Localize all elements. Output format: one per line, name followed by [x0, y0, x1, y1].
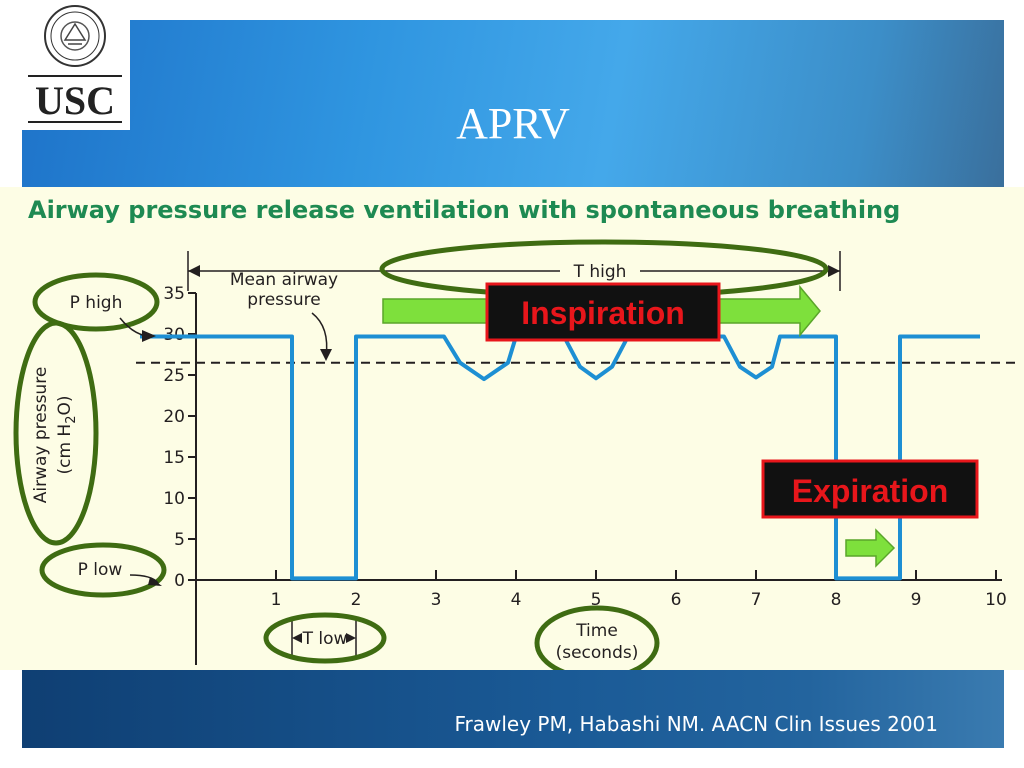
t-high-arrowhead-left	[188, 265, 200, 277]
expiration-label: Expiration	[792, 473, 948, 509]
usc-logo: USC	[20, 0, 130, 130]
aprv-chart: Airway pressure release ventilation with…	[13, 196, 1018, 670]
mean-pressure-label-line2: pressure	[247, 290, 320, 310]
mean-pressure-arrowhead	[320, 349, 332, 361]
p-low-arrowhead	[148, 577, 162, 586]
x-tick-label: 6	[671, 590, 682, 610]
figure-panel: Airway pressure release ventilation with…	[0, 187, 1024, 670]
chart-title: Airway pressure release ventilation with…	[28, 196, 900, 224]
t-high-label: T high	[573, 262, 627, 282]
x-tick-label: 1	[271, 590, 282, 610]
x-axis-title-line2: (seconds)	[556, 643, 639, 663]
inspiration-label: Inspiration	[521, 295, 685, 331]
p-low-pointer	[129, 574, 159, 584]
y-tick-label: 15	[163, 448, 185, 468]
y-axis-title-ellipse	[13, 320, 99, 546]
p-high-arrowhead	[142, 330, 156, 342]
x-tick-label: 7	[751, 590, 762, 610]
y-tick-label: 20	[163, 407, 185, 427]
t-low-ellipse	[263, 612, 387, 664]
y-axis-title: Airway pressure (cm H2O)	[31, 367, 79, 504]
p-low-label: P low	[78, 560, 123, 580]
p-low-ellipse	[39, 542, 167, 598]
x-tick-label: 9	[911, 590, 922, 610]
mean-pressure-label-line1: Mean airway	[230, 270, 338, 290]
pressure-waveform	[140, 334, 980, 581]
x-axis-title-line1: Time	[575, 621, 618, 641]
y-axis-title-line2: (cm H2O)	[55, 395, 79, 474]
y-axis-title-line1: Airway pressure	[31, 367, 51, 504]
x-tick-label: 8	[831, 590, 842, 610]
t-low-arrowhead-left	[292, 633, 302, 643]
y-tick-label: 25	[163, 366, 185, 386]
x-tick-label: 4	[511, 590, 522, 610]
expiration-box	[761, 459, 979, 519]
x-tick-label: 10	[985, 590, 1007, 610]
inspiration-box	[485, 282, 721, 342]
p-high-ellipse	[32, 272, 160, 332]
y-tick-label: 0	[174, 571, 185, 591]
y-tick-label: 10	[163, 489, 185, 509]
slide-title: APRV	[456, 99, 570, 148]
t-high-arrowhead-right	[828, 265, 840, 277]
x-tick-label: 2	[351, 590, 362, 610]
time-label-ellipse	[534, 605, 660, 670]
t-low-arrowhead-right	[346, 633, 356, 643]
logo-text: USC	[35, 78, 115, 123]
expiration-arrow	[845, 528, 896, 568]
x-tick-label: 5	[591, 590, 602, 610]
slide-footer-band	[22, 670, 1004, 748]
x-tick-label: 3	[431, 590, 442, 610]
usc-seal-icon	[44, 5, 106, 67]
t-low-label: T low	[302, 629, 348, 649]
y-tick-label: 5	[174, 530, 185, 550]
p-high-label: P high	[70, 293, 123, 313]
citation: Frawley PM, Habashi NM. AACN Clin Issues…	[454, 712, 938, 736]
y-tick-label: 35	[163, 284, 185, 304]
slide-header-band	[22, 20, 1004, 188]
